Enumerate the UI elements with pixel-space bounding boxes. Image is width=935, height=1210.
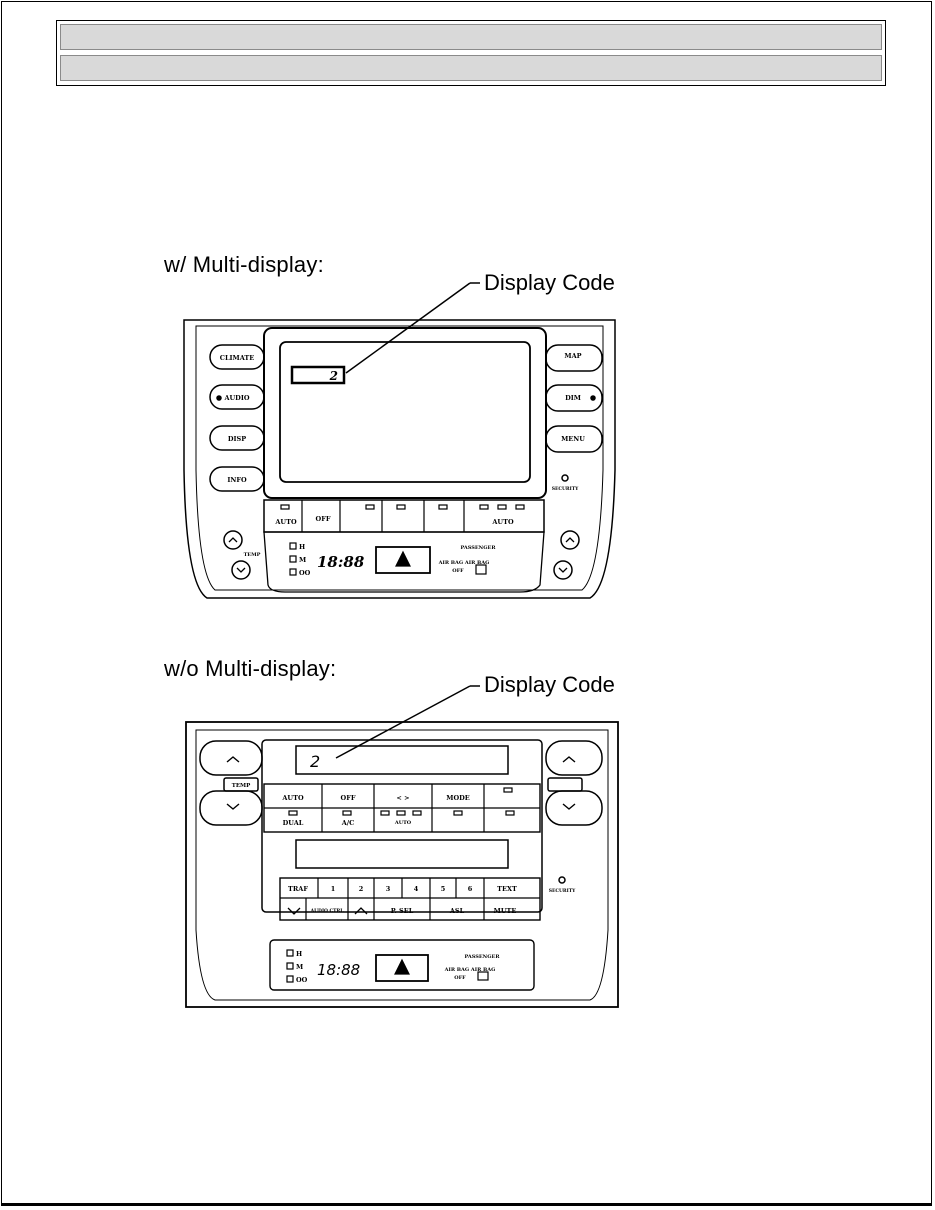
p-sel-button: P. SEL [391,907,414,915]
airbag-off-1: OFF [452,568,464,574]
clock-display-2: 18:88 [317,961,360,979]
dual-button: DUAL [283,819,304,827]
ac-button: A/C [341,819,355,827]
display-code-digit-1: 2 [329,369,338,383]
left-buttons [209,344,265,492]
disp-button: DISP [228,435,246,443]
multi-display-panel [183,282,616,599]
menu-button: MENU [561,435,585,443]
text-button: TEXT [497,885,517,893]
right-buttons [545,344,603,482]
header-bar-bottom [60,55,882,81]
preset-5-button: 5 [441,885,446,893]
seat-oo-1: OO [299,569,311,577]
preset-1-button: 1 [331,885,336,893]
header-box [56,20,886,86]
header-bar-top [60,24,882,50]
no-multi-display-panel [185,685,619,1008]
passenger-auto-button: AUTO [491,518,514,526]
fan-speed-buttons: < > [396,794,409,802]
seat-h-1: H [299,543,305,551]
info-button: INFO [227,476,247,484]
seat-m-2: M [296,963,303,971]
fan-off-button: OFF [316,515,331,523]
security-label-1: SECURITY [552,486,579,492]
airbag-label-2: AIR BAG AIR BAG [444,967,496,973]
recirc-auto-button: AUTO [394,820,412,826]
climate-auto-button: AUTO [274,518,297,526]
temp-label-2: TEMP [232,783,251,789]
asl-button: ASL [449,907,465,915]
temp-label-1: TEMP [244,552,261,558]
mode-button: MODE [446,794,469,802]
passenger-label-1: PASSENGER [460,545,496,551]
display-code-digit-2: 2 [310,752,320,771]
passenger-label-2: PASSENGER [464,954,500,960]
climate-button: CLIMATE [220,354,255,362]
seat-oo-2: OO [296,976,308,984]
traf-button: TRAF [288,885,308,893]
audio-ctrl-button: AUDIO CTRL [310,908,345,914]
seat-h-2: H [296,950,302,958]
mute-button: MUTE [494,907,517,915]
auto-button-2: AUTO [281,794,304,802]
preset-6-button: 6 [468,885,473,893]
airbag-off-2: OFF [454,975,466,981]
preset-2-button: 2 [359,885,364,893]
clock-display-1: 18:88 [317,553,365,571]
preset-4-button: 4 [414,885,419,893]
no-multi-display-label: w/o Multi-display: [164,656,337,681]
preset-3-button: 3 [386,885,391,893]
display-code-callout-1: Display Code [484,270,615,295]
dim-button: DIM [565,394,581,402]
fan-off-button-2: OFF [341,794,356,802]
seat-m-1: M [299,556,306,564]
airbag-label-1: AIR BAG AIR BAG [438,560,490,566]
display-code-callout-2: Display Code [484,672,615,697]
map-button: MAP [564,352,581,360]
audio-button: AUDIO [223,394,249,402]
multi-display-label: w/ Multi-display: [164,252,324,277]
security-label-2: SECURITY [549,888,576,894]
